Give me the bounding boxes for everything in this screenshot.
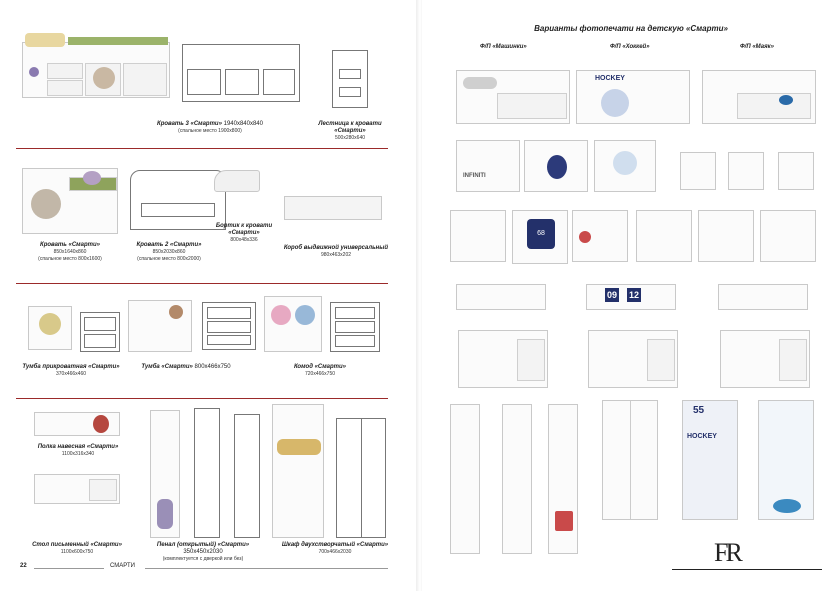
chest-drawing <box>330 302 380 352</box>
product-caption: Кровать «Смарти» 850x1640x860 (спальное … <box>38 242 102 262</box>
bed-2-drawing <box>130 170 226 230</box>
shelf-lighthouse-photo <box>718 284 808 310</box>
wall-shelf-photo <box>34 412 120 436</box>
pencil-case-hockey-photo <box>502 404 532 554</box>
page-gutter <box>416 0 424 591</box>
nightstand-photo <box>28 306 72 350</box>
pencil-case-drawing-2 <box>234 414 260 538</box>
product-caption: Бортик к кровати «Смарти» 800x48x336 <box>215 223 273 243</box>
cabinet-hockey-photo <box>698 210 754 262</box>
bed-guard-photo <box>214 170 260 192</box>
wardrobe-lighthouse-photo <box>758 400 814 520</box>
column-title-hockey: Ф/П «Хоккей» <box>610 44 650 50</box>
cabinet-lighthouse-photo <box>760 210 816 262</box>
shelf-cars-photo <box>456 284 546 310</box>
product-caption: Лестница к кровати «Смарти» 500x280x640 <box>318 121 382 141</box>
nightstand-lighthouse-photo <box>778 152 814 190</box>
desk-hockey-photo <box>588 330 678 388</box>
wardrobe-photo <box>272 404 324 538</box>
nightstand-drawing <box>80 312 120 352</box>
drawer-box-photo <box>284 196 382 220</box>
page-number: 22 <box>20 563 27 569</box>
column-title-cars: Ф/П «Машинки» <box>480 44 527 50</box>
pencil-case-cars-photo <box>450 404 480 554</box>
bed-lighthouse-photo <box>702 70 816 124</box>
product-caption: Шкаф двухстворчатый «Смарти» 700x466x203… <box>281 542 389 555</box>
wardrobe-hockey-photo: 55 HOCKEY <box>682 400 738 520</box>
product-caption: Тумба «Смарти» 800x466x750 <box>141 364 231 370</box>
brand-logo: FR <box>714 538 743 567</box>
pencil-case-lighthouse-photo <box>548 404 578 554</box>
section-divider <box>16 148 388 149</box>
footer-section-name: СМАРТИ <box>110 563 135 569</box>
wardrobe-cars-photo <box>602 400 658 520</box>
section-divider <box>16 283 388 284</box>
small-bed-hockey-photo <box>524 140 588 192</box>
shelf-hockey-photo: 09 12 <box>586 284 676 310</box>
pencil-case-drawing-1 <box>194 408 220 538</box>
bed-cars-photo <box>456 70 570 124</box>
desk-lighthouse-photo <box>720 330 810 388</box>
open-pencil-case-photo <box>150 410 180 538</box>
product-caption: Кровать 3 «Смарти» 1940x840x840 (спально… <box>157 121 263 134</box>
page-title: Варианты фотопечати на детскую «Смарти» <box>534 24 728 33</box>
small-bed-lighthouse-photo <box>594 140 656 192</box>
right-page: Варианты фотопечати на детскую «Смарти» … <box>422 0 840 591</box>
cabinet-drawing <box>202 302 256 350</box>
product-caption: Полка навесная «Смарти» 1100x316x340 <box>37 444 119 457</box>
desk-photo <box>34 474 120 504</box>
bed-photo <box>22 168 118 234</box>
cabinet-cars-photo <box>636 210 692 262</box>
bed-hockey-photo: HOCKEY <box>576 70 690 124</box>
product-caption: Кровать 2 «Смарти» 850x2030x860 (спально… <box>136 242 202 262</box>
nightstand-cars-photo <box>680 152 716 190</box>
wardrobe-drawing <box>336 418 386 538</box>
product-caption: Комод «Смарти» 720x466x750 <box>293 364 347 377</box>
bed-3-drawing <box>182 44 300 102</box>
small-bed-cars-photo: INFINITI <box>456 140 520 192</box>
column-title-lighthouse: Ф/П «Маяк» <box>740 44 774 50</box>
left-page: Кровать 3 «Смарти» 1940x840x840 (спально… <box>0 0 418 591</box>
desk-cars-photo <box>458 330 548 388</box>
chest-cars-photo <box>450 210 506 262</box>
cabinet-photo <box>128 300 192 352</box>
ladder-drawing <box>332 50 368 108</box>
product-caption: Тумба прикроватная «Смарти» 370x466x460 <box>22 364 120 377</box>
chest-photo <box>264 296 322 352</box>
product-caption: Пенал (открытый) «Смарти» 350x450x2030 (… <box>156 542 250 562</box>
nightstand-hockey-photo <box>728 152 764 190</box>
chest-hockey-photo: 68 <box>512 210 568 264</box>
bed-3-photo <box>22 33 170 98</box>
product-caption: Короб выдвижной универсальный 980x463x20… <box>283 245 389 258</box>
product-caption: Стол письменный «Смарти» 1100x600x750 <box>32 542 122 555</box>
chest-lighthouse-photo <box>572 210 628 262</box>
section-divider <box>16 398 388 399</box>
